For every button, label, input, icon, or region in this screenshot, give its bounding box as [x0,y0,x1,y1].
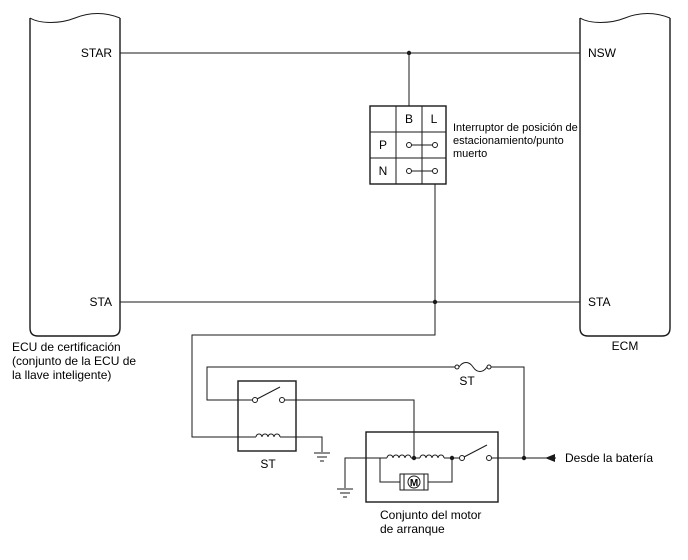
pin-nsw-label: NSW [588,46,617,60]
starter-assembly [365,431,499,503]
relay-ground-wire [296,436,323,452]
fuse-loop-wire [206,366,455,401]
pin-sta-right-label: STA [588,295,610,309]
switch-label-line-1: Interruptor de posición de [453,122,578,134]
fuse-label: ST [459,374,475,388]
switch-label-line-3: muerto [453,148,487,160]
relay-label: ST [260,457,276,471]
switch-row-p-label: P [379,138,387,152]
starter-label-line-1: Conjunto del motor [380,508,481,522]
ecu-name-line-3: la llave inteligente) [12,368,111,382]
pin-star-label: STAR [81,46,112,60]
switch-row-n-label: N [379,164,388,178]
ground-icon [314,452,330,462]
ecu-name-line-1: ECU de certificación [12,340,121,354]
park-neutral-switch [369,105,447,185]
relay-coil-feed-wire [191,302,436,438]
pin-sta-left-label: STA [90,295,112,309]
ecu-name-line-2: (conjunto de la ECU de [12,354,136,368]
certification-ecu-block [29,13,121,337]
fuse-battery-wire [491,366,525,458]
switch-col-l-label: L [431,112,438,126]
ground-icon [337,488,353,498]
starter-relay [237,380,297,452]
starter-label-line-2: de arranque [380,522,445,536]
switch-label-line-2: estacionamiento/punto [453,135,564,147]
motor-icon: M [399,473,429,491]
ecm-block [579,13,671,337]
motor-symbol: M [410,478,418,489]
fuse-icon [454,362,492,372]
arrow-left-icon [545,454,555,462]
starter-ground-wire [344,457,380,488]
junction-dot [521,455,527,461]
switch-col-b-label: B [405,112,413,126]
battery-label: Desde la batería [565,451,653,465]
relay-to-starter-wire [296,399,415,458]
ecm-name: ECM [612,339,639,353]
